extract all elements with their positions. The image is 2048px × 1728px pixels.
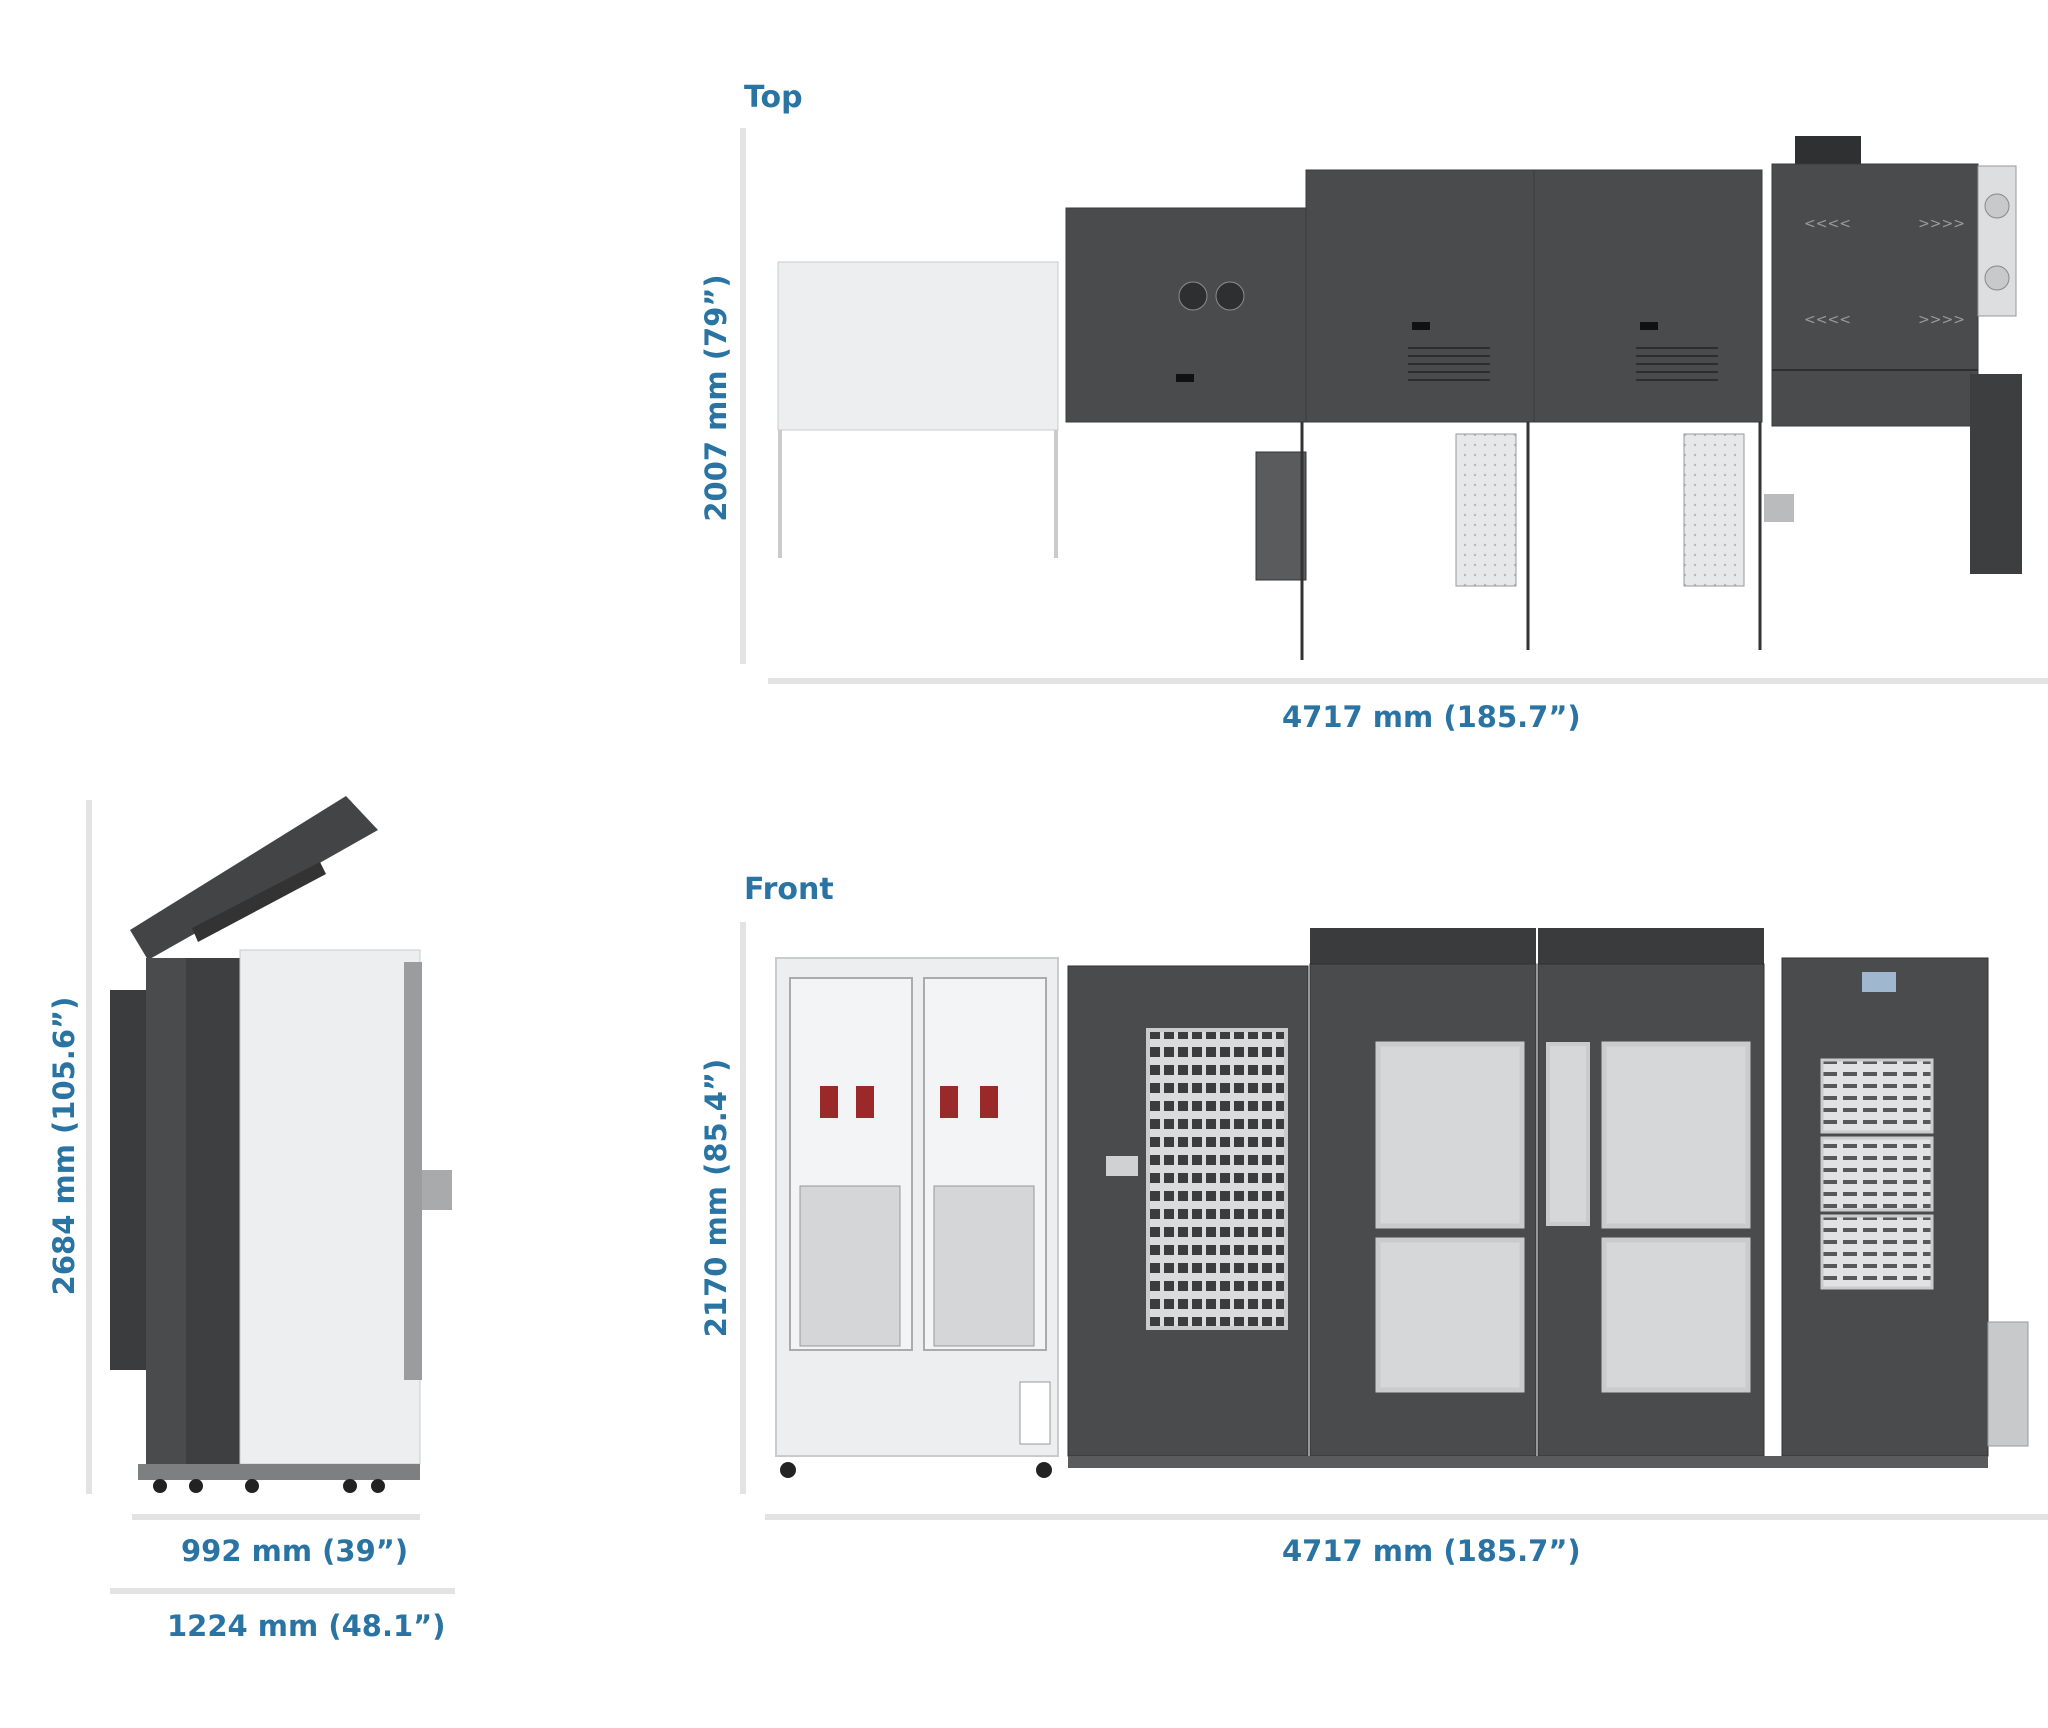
- side-depth-label: 992 mm (39”): [181, 1534, 409, 1568]
- top-dark-module-1: [1065, 207, 1307, 423]
- top-depth-line: [740, 128, 746, 664]
- top-width-line: [768, 678, 2048, 684]
- top-light-module: [777, 261, 1059, 431]
- top-view-drawing: <<<< >>>> <<<< >>>>: [777, 136, 2022, 660]
- side-light-panel: [239, 949, 421, 1465]
- top-dark-module-4: [1771, 163, 1979, 427]
- side-view-drawing: [110, 796, 452, 1493]
- front-height-line: [740, 922, 746, 1494]
- top-door-1: [1255, 451, 1307, 581]
- svg-text:<<<<: <<<<: [1804, 216, 1851, 232]
- side-depth-open-label: 1224 mm (48.1”): [167, 1609, 446, 1643]
- top-door-2: [1455, 433, 1517, 587]
- side-depth-open-line: [110, 1588, 455, 1594]
- svg-text:>>>>: >>>>: [1918, 216, 1965, 232]
- top-view-title: Top: [744, 80, 803, 115]
- side-depth-line: [132, 1514, 420, 1520]
- top-door-3: [1683, 433, 1745, 587]
- front-view-drawing: [775, 928, 2029, 1478]
- front-view-title: Front: [744, 872, 834, 907]
- top-width-label: 4717 mm (185.7”): [1282, 700, 1581, 734]
- front-width-label: 4717 mm (185.7”): [1282, 1534, 1581, 1568]
- svg-text:>>>>: >>>>: [1918, 312, 1965, 328]
- side-height-line: [86, 800, 92, 1494]
- front-width-line: [765, 1514, 2048, 1520]
- svg-text:<<<<: <<<<: [1804, 312, 1851, 328]
